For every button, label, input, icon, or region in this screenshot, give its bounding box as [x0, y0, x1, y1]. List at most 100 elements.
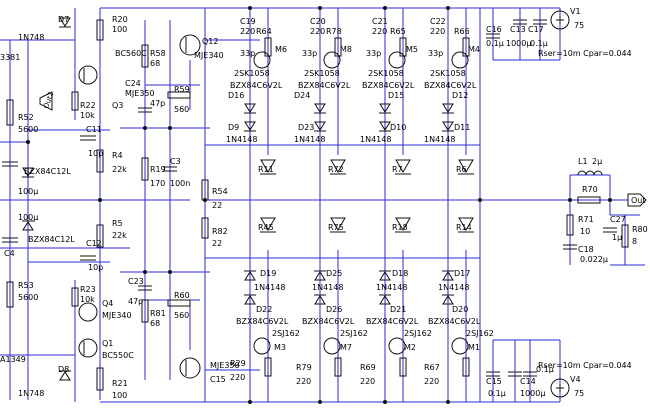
- label-r79: R79: [296, 363, 312, 372]
- label-r71-value: 10: [580, 227, 590, 236]
- label-d17: D17: [454, 269, 470, 278]
- label-bzx6-top-3: BZX84C6V2L: [362, 81, 415, 90]
- label-v4-value: 75: [574, 389, 584, 398]
- label-c14: C14: [520, 377, 536, 386]
- label-d26: D26: [326, 305, 342, 314]
- label-c14-b: 0.1µ: [536, 365, 554, 374]
- label-c24: C24: [125, 79, 141, 88]
- label-bzx6-bottom-4: BZX84C6V2L: [428, 317, 481, 326]
- label-r4-value: 22k: [112, 165, 127, 174]
- label-r20: R20: [112, 15, 128, 24]
- label-d7-value: 1N748: [18, 33, 44, 42]
- label-r22-value: 10k: [80, 111, 95, 120]
- label-c18: C18: [578, 245, 594, 254]
- label-c11-value: 10p: [88, 149, 103, 158]
- label-c4: C4: [4, 249, 15, 258]
- label-c27: C27: [610, 215, 626, 224]
- label-c23: C23: [128, 277, 144, 286]
- label-c27-value: 1µ: [612, 233, 622, 242]
- label-33p-4: 33p: [428, 49, 443, 58]
- label-l1: L1: [578, 157, 588, 166]
- label-r67: R67: [424, 363, 440, 372]
- supply-network: [486, 10, 647, 398]
- label-mje340-a: MJE340: [194, 51, 224, 60]
- label-r5-value: 22k: [112, 231, 127, 240]
- label-r18: R18: [392, 223, 408, 232]
- label-c17-value: 0.1µ: [530, 39, 548, 48]
- label-1n4148-bottom-2: 1N4148: [312, 283, 343, 292]
- label-1n4148-top-2: 1N4148: [294, 135, 325, 144]
- label-1n4148-top-4: 1N4148: [424, 135, 455, 144]
- label-r79-value: 220: [296, 377, 311, 386]
- label-33p-2: 33p: [302, 49, 317, 58]
- label-c24-value: 47p: [150, 99, 165, 108]
- label-33p-3: 33p: [366, 49, 381, 58]
- label-q4: Q4: [102, 299, 113, 308]
- label-r70: R70: [582, 185, 598, 194]
- label-r20-value: 100: [112, 25, 127, 34]
- label-d18: D18: [392, 269, 408, 278]
- label-r19: R19: [150, 165, 166, 174]
- label-33p-1: 33p: [240, 49, 255, 58]
- label-mje340-b: MJE340: [102, 311, 132, 320]
- label-c21: C21: [372, 17, 388, 26]
- label-1n4148-bottom-3: 1N4148: [376, 283, 407, 292]
- label-r58: R58: [150, 49, 166, 58]
- label-r67-value: 220: [424, 377, 439, 386]
- wires: [0, 7, 645, 403]
- label-2sj162-1: 2SJ162: [272, 329, 300, 338]
- label-2sj162-2: 2SJ162: [340, 329, 368, 338]
- label-d21: D21: [390, 305, 406, 314]
- label-m1: M1: [468, 343, 480, 352]
- label-mje350-b: MJE350: [210, 361, 240, 370]
- label-c20-value: 220: [310, 27, 325, 36]
- label-m6: M6: [275, 45, 287, 54]
- label-r21: R21: [112, 379, 128, 388]
- label-bzx-top: BZX84C12L: [24, 167, 71, 176]
- label-d7: D7: [58, 15, 69, 24]
- label-l1-value: 2µ: [592, 157, 602, 166]
- label-m5: M5: [406, 45, 418, 54]
- label-d19: D19: [260, 269, 276, 278]
- label-c13: C13: [510, 25, 526, 34]
- label-d8-value: 1N748: [18, 389, 44, 398]
- label-r19-value: 170: [150, 179, 165, 188]
- label-r66: R66: [454, 27, 470, 36]
- label-r69-value: 220: [360, 377, 375, 386]
- label-r81-value: 68: [150, 319, 160, 328]
- label-r78: R78: [326, 27, 342, 36]
- label-m3: M3: [274, 343, 286, 352]
- label-r69: R69: [360, 363, 376, 372]
- label-r82: R82: [212, 227, 228, 236]
- label-bzx6-top-2: BZX84C6V2L: [298, 81, 351, 90]
- label-c15: C15: [486, 377, 502, 386]
- label-m4: M4: [468, 45, 480, 54]
- label-r59-value: 560: [174, 105, 189, 114]
- label-r53-value: 5600: [18, 293, 38, 302]
- label-r6: R6: [456, 165, 467, 174]
- label-r80: R80: [632, 225, 648, 234]
- label-r5: R5: [112, 219, 123, 228]
- label-2sk1058-1: 2SK1058: [234, 69, 270, 78]
- label-c19-value: 220: [240, 27, 255, 36]
- label-c18-value: 0.022µ: [580, 255, 608, 264]
- label-a1349: A1349: [0, 355, 26, 364]
- label-2sj162-3: 2SJ162: [404, 329, 432, 338]
- label-r60-value: 560: [174, 311, 189, 320]
- label-cap-100-top: 100µ: [18, 187, 38, 196]
- label-m7: M7: [340, 343, 352, 352]
- label-r7: R7: [392, 165, 403, 174]
- label-r14: R14: [456, 223, 472, 232]
- label-cap-100-bottom: 100µ: [18, 213, 38, 222]
- label-2sk1058-2: 2SK1058: [304, 69, 340, 78]
- label-r11: R11: [258, 165, 274, 174]
- output-column-1: C19 220 R64 M6 2SK1058 BZX84C6V2L D16 D9…: [226, 17, 300, 382]
- junction-dots: [26, 6, 612, 404]
- label-r23-value: 10k: [80, 295, 95, 304]
- label-c16-value: 0.1µ: [486, 39, 504, 48]
- label-r53: R53: [18, 281, 34, 290]
- label-bzx-bottom: BZX84C12L: [28, 235, 75, 244]
- label-r75: R75: [328, 223, 344, 232]
